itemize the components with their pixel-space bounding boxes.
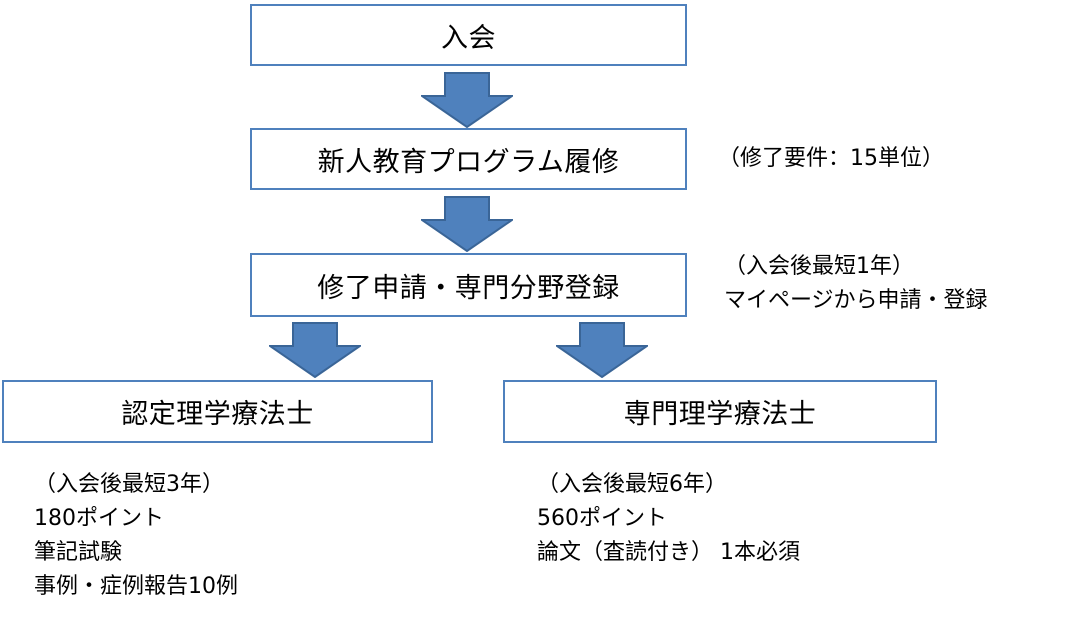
arrow-down-icon bbox=[421, 196, 513, 252]
specialist-note: （入会後最短6年） 560ポイント 論文（査読付き） 1本必須 bbox=[537, 468, 800, 570]
specialist-note-line3: 論文（査読付き） 1本必須 bbox=[537, 540, 800, 565]
certified-note-line2: 180ポイント bbox=[34, 506, 164, 531]
certified-note-line1: （入会後最短3年） bbox=[34, 472, 224, 497]
certified-note-line3: 筆記試験 bbox=[34, 540, 123, 565]
program-requirement-text: （修了要件：15単位） bbox=[718, 146, 944, 171]
completion-application-label: 修了申請・専門分野登録 bbox=[317, 272, 620, 304]
join-box: 入会 bbox=[250, 4, 687, 66]
arrow-down-icon bbox=[269, 322, 361, 378]
application-note-line1: （入会後最短1年） bbox=[724, 254, 914, 279]
join-label: 入会 bbox=[441, 22, 496, 54]
application-note-line2: マイページから申請・登録 bbox=[724, 288, 988, 313]
specialist-note-line1: （入会後最短6年） bbox=[537, 472, 727, 497]
program-requirement-note: （修了要件：15単位） bbox=[718, 142, 944, 176]
arrow-down-icon bbox=[556, 322, 648, 378]
arrow-down-icon bbox=[421, 72, 513, 128]
specialist-pt-box: 専門理学療法士 bbox=[503, 380, 937, 443]
specialist-pt-label: 専門理学療法士 bbox=[623, 399, 817, 430]
newcomer-program-box: 新人教育プログラム履修 bbox=[250, 128, 687, 190]
certified-pt-label: 認定理学療法士 bbox=[121, 399, 314, 430]
completion-application-box: 修了申請・専門分野登録 bbox=[250, 253, 687, 317]
certified-note-line4: 事例・症例報告10例 bbox=[34, 574, 238, 599]
application-note: （入会後最短1年） マイページから申請・登録 bbox=[724, 250, 988, 318]
certified-pt-box: 認定理学療法士 bbox=[2, 380, 433, 443]
certified-note: （入会後最短3年） 180ポイント 筆記試験 事例・症例報告10例 bbox=[34, 468, 238, 604]
newcomer-program-label: 新人教育プログラム履修 bbox=[317, 146, 620, 178]
specialist-note-line2: 560ポイント bbox=[537, 506, 667, 531]
